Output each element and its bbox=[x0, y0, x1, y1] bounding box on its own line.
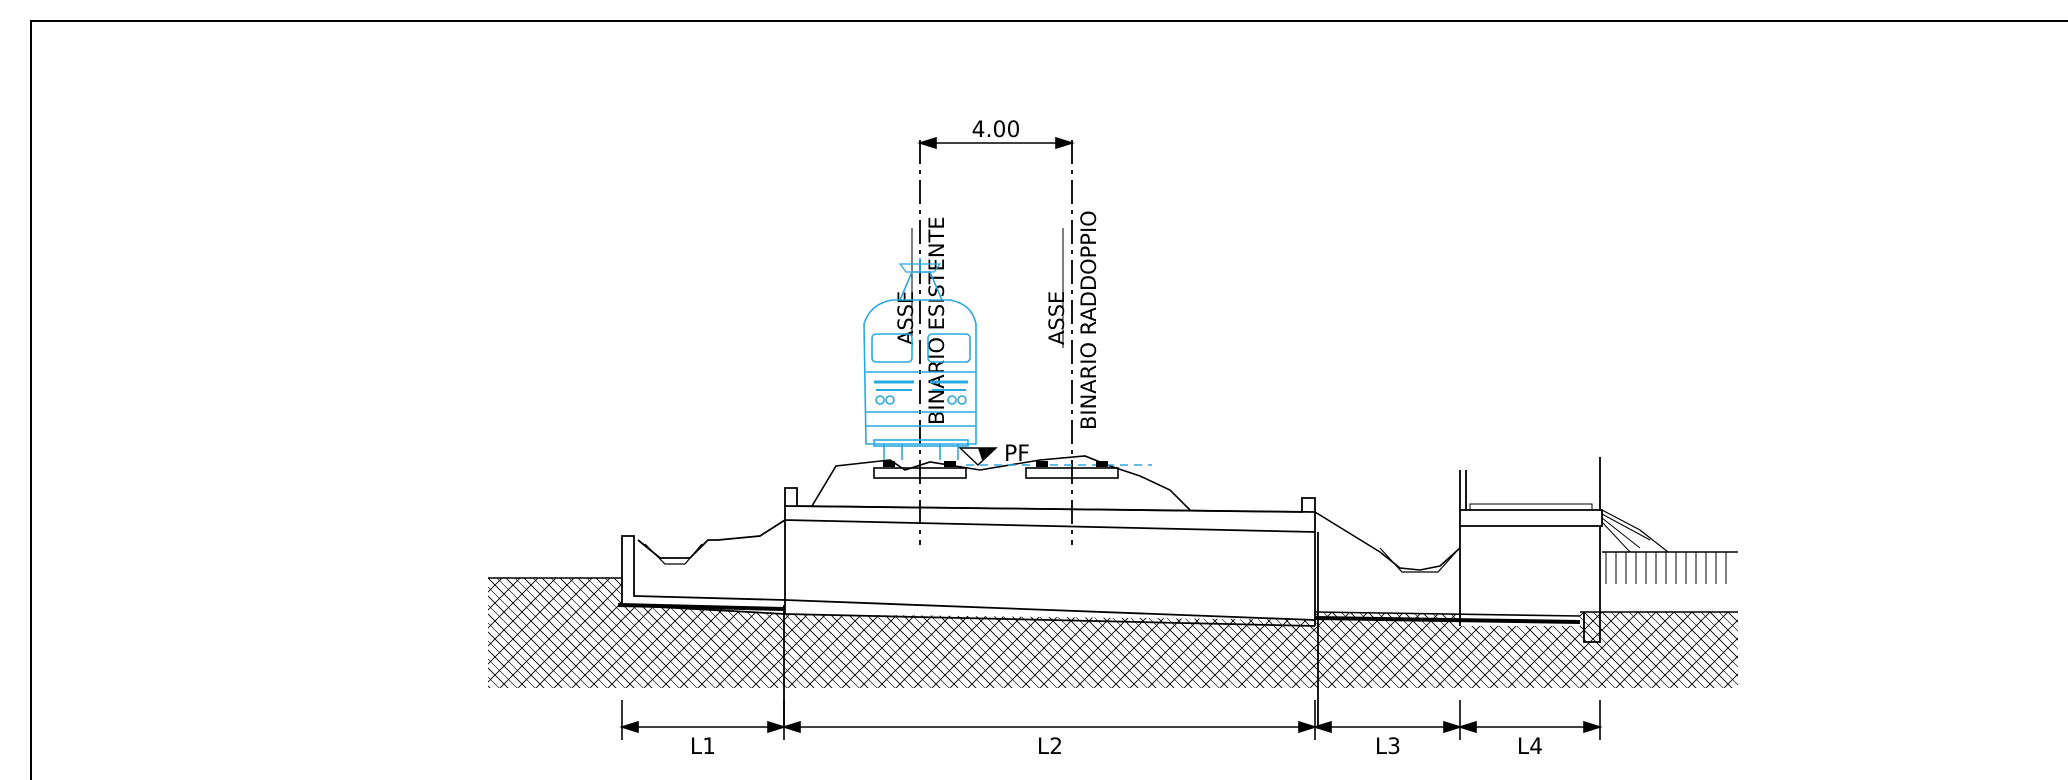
dimension-l1: L1 bbox=[690, 735, 716, 760]
axis-label-existing-2: BINARIO ESISTENTE bbox=[925, 216, 949, 425]
top-dimension bbox=[917, 136, 1075, 150]
right-ditch bbox=[1314, 511, 1581, 624]
ballast bbox=[811, 455, 1191, 511]
axis-doubling-line1: ASSE bbox=[1045, 291, 1069, 345]
pf-label: PF bbox=[1004, 442, 1030, 467]
main-embankment bbox=[783, 487, 1319, 728]
ground-surface bbox=[488, 551, 1738, 613]
ground-hatch bbox=[488, 578, 1738, 688]
dimension-l3: L3 bbox=[1375, 735, 1401, 760]
axis-doubling-line2: BINARIO RADDOPPIO bbox=[1077, 210, 1101, 430]
axis-label-doubling: ASSE bbox=[1045, 291, 1069, 345]
dimension-l2: L2 bbox=[1037, 735, 1063, 760]
axis-existing-line1: ASSE bbox=[894, 291, 918, 345]
dimension-l4: L4 bbox=[1517, 735, 1543, 760]
dimension-value: 4.00 bbox=[972, 118, 1021, 143]
left-wall bbox=[617, 519, 786, 615]
right-structure bbox=[1459, 457, 1669, 643]
axis-label-existing: ASSE bbox=[894, 291, 918, 345]
right-fence bbox=[1605, 552, 1727, 584]
drawing-frame bbox=[30, 20, 2068, 780]
track-axes bbox=[919, 140, 1073, 545]
bottom-dimension-chain bbox=[619, 700, 1603, 740]
train-icon bbox=[863, 258, 977, 460]
cross-section-drawing: 4.00 ASSE BINARIO ESISTENTE ASSE BINARIO… bbox=[488, 118, 1738, 760]
rails bbox=[883, 461, 1108, 467]
axis-label-doubling-2: BINARIO RADDOPPIO bbox=[1077, 210, 1101, 430]
pf-marker bbox=[958, 447, 1152, 466]
axis-existing-line2: BINARIO ESISTENTE bbox=[925, 216, 949, 425]
